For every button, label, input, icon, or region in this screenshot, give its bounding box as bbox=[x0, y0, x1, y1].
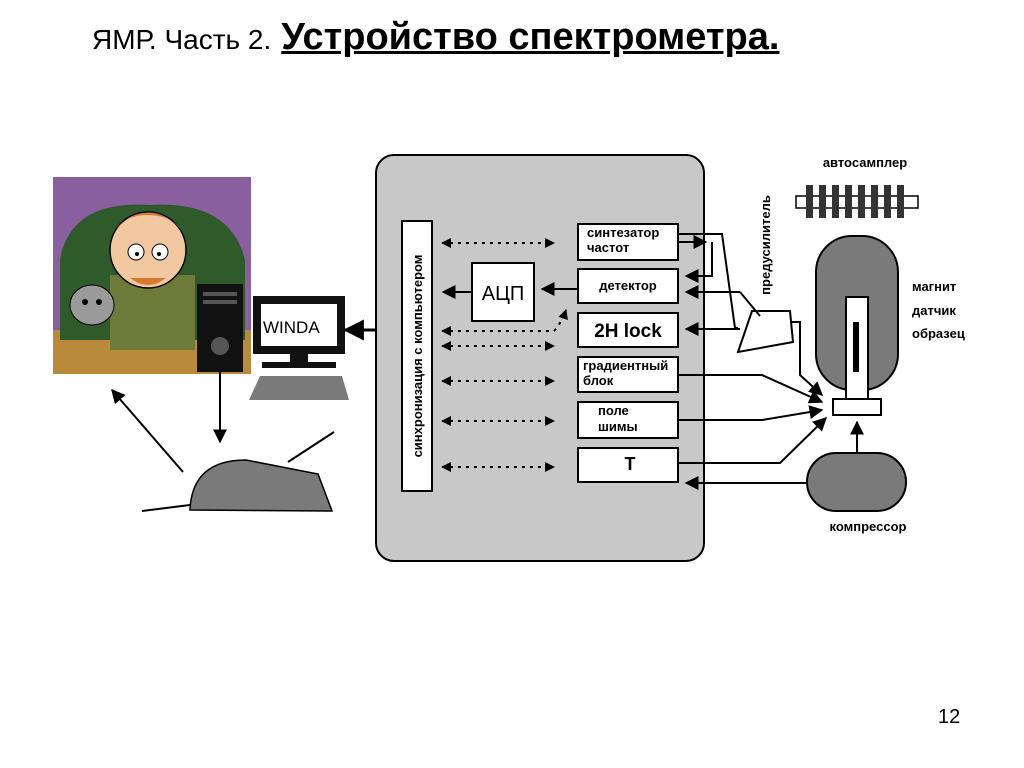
gradient-module: градиентный блок bbox=[577, 356, 679, 393]
detector-module: детектор bbox=[577, 268, 679, 304]
gradient-label-1: градиентный bbox=[583, 358, 668, 373]
monitor-label: WINDA bbox=[263, 318, 320, 337]
sample-label: образец bbox=[912, 326, 965, 341]
temp-module: T bbox=[577, 447, 679, 483]
mouse-icon bbox=[141, 431, 335, 512]
preamp-label: предусилитель bbox=[758, 195, 773, 295]
probe-label: датчик bbox=[912, 303, 956, 318]
shims-label-2: шимы bbox=[598, 419, 638, 434]
autosampler-icon bbox=[795, 185, 919, 218]
title-prefix: ЯМР. Часть 2. bbox=[92, 24, 272, 55]
adc-box bbox=[471, 262, 535, 322]
magnet-icon bbox=[815, 235, 899, 416]
detector-label: детектор bbox=[599, 278, 657, 293]
temp-label: T bbox=[625, 454, 636, 474]
compressor-icon bbox=[806, 452, 907, 512]
autosampler-label: автосамплер bbox=[823, 155, 907, 170]
adc-label: АЦП bbox=[482, 283, 525, 305]
monitor-icon: WINDA bbox=[253, 296, 345, 368]
synth-label-1: синтезатор bbox=[587, 225, 659, 240]
slide-title: ЯМР. Часть 2. Устройство спектрометра. bbox=[92, 16, 779, 59]
synth-label-2: частот bbox=[587, 240, 629, 255]
page-number: 12 bbox=[938, 706, 961, 728]
pc-tower-icon bbox=[197, 284, 243, 372]
preamplifier-icon bbox=[736, 310, 795, 354]
gradient-label-2: блок bbox=[583, 373, 614, 388]
keyboard-icon bbox=[249, 376, 349, 400]
sync-bar bbox=[401, 220, 433, 492]
compressor-label: компрессор bbox=[830, 519, 907, 534]
shims-module: поле шимы bbox=[577, 401, 679, 439]
title-main: Устройство спектрометра. bbox=[281, 16, 780, 58]
lock-module: 2H lock bbox=[577, 312, 679, 348]
shims-label-1: поле bbox=[598, 403, 629, 418]
synth-module: синтезатор частот bbox=[577, 223, 679, 261]
lock-label: 2H lock bbox=[594, 321, 662, 342]
sync-label: синхронизация с компьютером bbox=[410, 255, 425, 458]
magnet-label: магнит bbox=[912, 279, 956, 294]
